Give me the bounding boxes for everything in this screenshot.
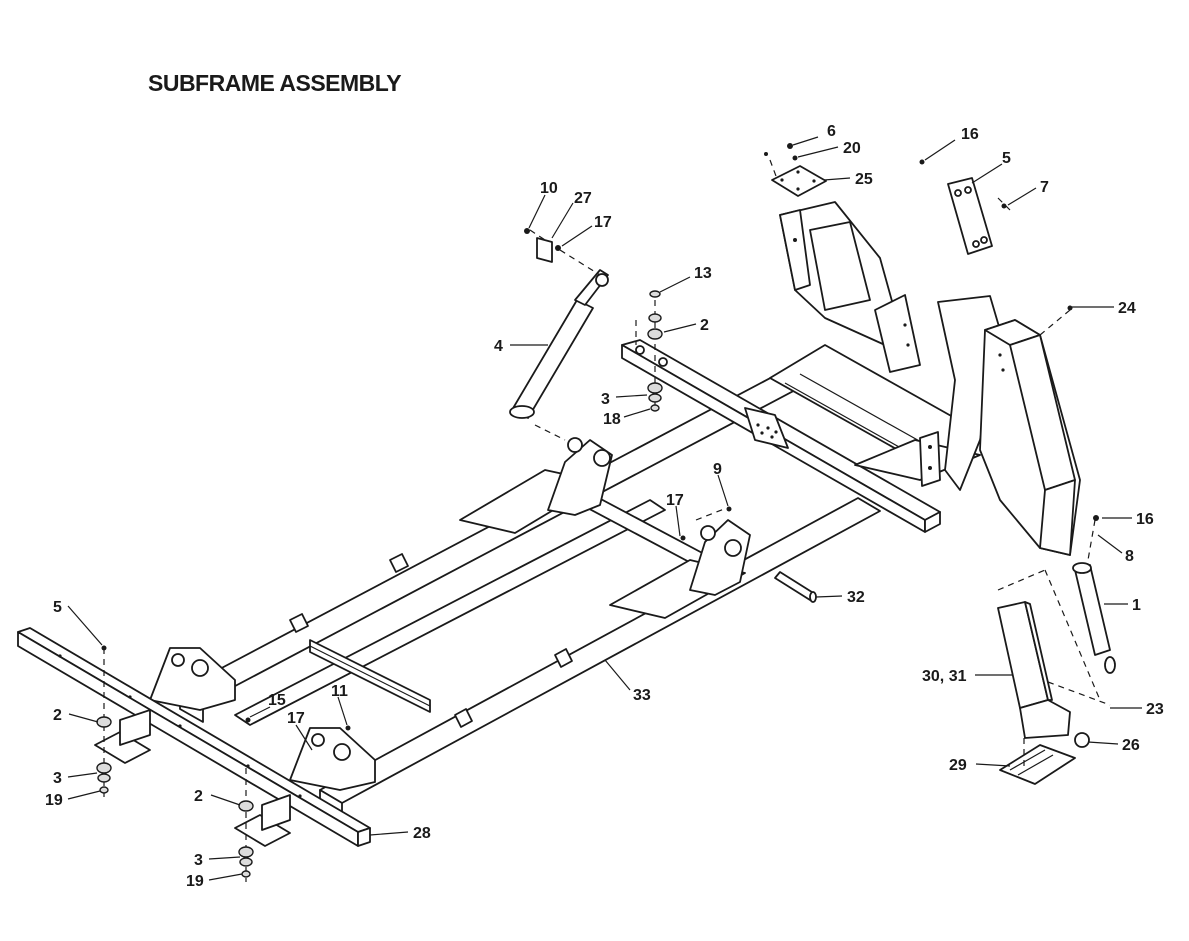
callout-3: 3	[601, 391, 610, 408]
callout-labels: 6 20 25 16 5 7 10 27 17 13 2 24 4 3 18 9…	[45, 123, 1164, 890]
hardware	[96, 143, 1111, 882]
rear-crossmember	[621, 339, 941, 533]
callout-5: 5	[53, 599, 62, 616]
callout-17: 17	[287, 710, 305, 727]
callout-29: 29	[949, 757, 967, 774]
mount-pads	[94, 709, 291, 847]
callout-2: 2	[700, 317, 709, 334]
callout-26: 26	[1122, 737, 1140, 754]
callout-2: 2	[53, 707, 62, 724]
callout-23: 23	[1146, 701, 1164, 718]
callout-11: 11	[331, 683, 348, 700]
callout-28: 28	[413, 825, 431, 842]
callout-24: 24	[1118, 300, 1136, 317]
callout-15: 15	[268, 692, 286, 709]
mast-structure	[779, 201, 1081, 556]
callout-5: 5	[1002, 150, 1011, 167]
callout-6: 6	[827, 123, 836, 140]
callout-32: 32	[847, 589, 865, 606]
callout-2: 2	[194, 788, 203, 805]
jack-assembly	[997, 562, 1116, 785]
callout-13: 13	[694, 265, 712, 282]
callout-30-31: 30, 31	[922, 668, 967, 685]
callout-33: 33	[633, 687, 651, 704]
pin-32	[774, 571, 817, 603]
callout-16: 16	[1136, 511, 1154, 528]
callout-4: 4	[494, 338, 503, 355]
front-hinge-brackets	[149, 437, 751, 791]
callout-17: 17	[666, 492, 684, 509]
callout-18: 18	[603, 411, 621, 428]
leader-lines	[67, 136, 1142, 881]
diagram-title: SUBFRAME ASSEMBLY	[148, 70, 402, 96]
front-cross-beam	[17, 627, 371, 847]
top-plates	[771, 165, 993, 255]
callout-8: 8	[1125, 548, 1134, 565]
callout-19: 19	[186, 873, 204, 890]
callout-1: 1	[1132, 597, 1141, 614]
callout-9: 9	[713, 461, 722, 478]
callout-25: 25	[855, 171, 873, 188]
gas-spring-arm	[509, 269, 609, 419]
callout-17: 17	[594, 214, 612, 231]
callout-7: 7	[1040, 179, 1049, 196]
callout-20: 20	[843, 140, 861, 157]
callout-10: 10	[540, 180, 558, 197]
callout-19: 19	[45, 792, 63, 809]
callout-3: 3	[194, 852, 203, 869]
callout-16: 16	[961, 126, 979, 143]
callout-27: 27	[574, 190, 592, 207]
callout-3: 3	[53, 770, 62, 787]
